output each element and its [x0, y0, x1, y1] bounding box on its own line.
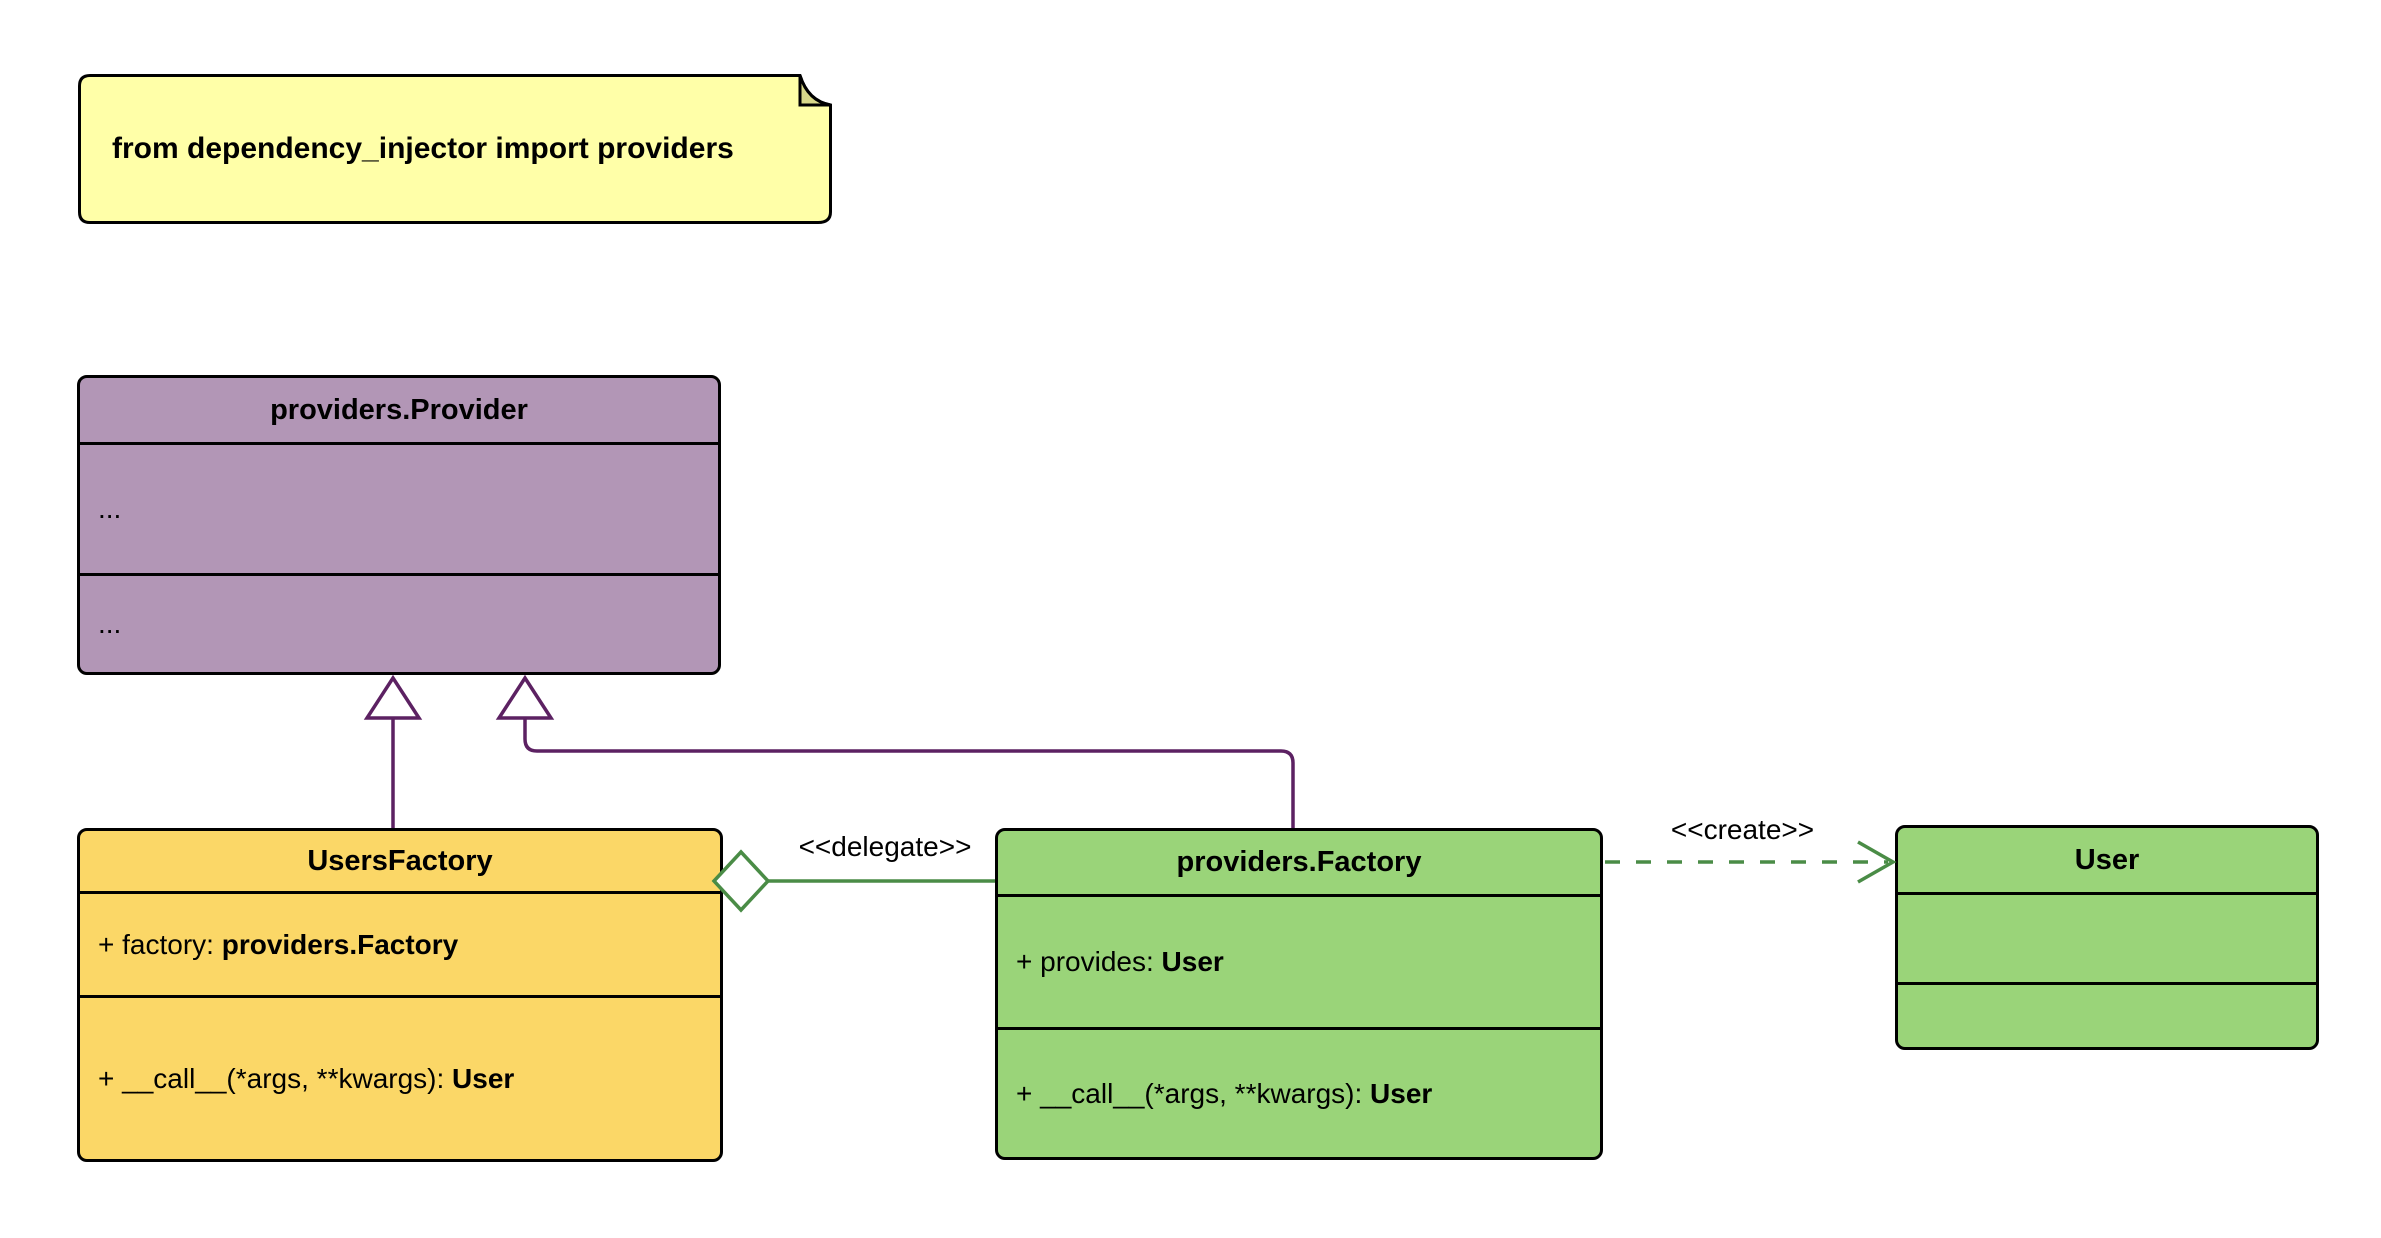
class-users-factory: UsersFactory + factory: providers.Factor…	[77, 828, 723, 1162]
methods-compartment: ...	[80, 576, 718, 672]
attributes-compartment: ...	[80, 445, 718, 576]
attributes-compartment	[1898, 895, 2316, 985]
attributes-compartment: + factory: providers.Factory	[80, 894, 720, 998]
class-user: User	[1895, 825, 2319, 1050]
note-fold-icon	[798, 75, 831, 107]
note-import-statement: from dependency_injector import provider…	[78, 74, 832, 224]
class-title: providers.Factory	[998, 831, 1600, 897]
method-line: + __call__(*args, **kwargs): User	[1016, 1077, 1433, 1109]
attribute-line: + factory: providers.Factory	[98, 928, 459, 960]
class-providers-provider: providers.Provider ... ...	[77, 375, 721, 675]
inheritance-triangle-icon	[363, 674, 423, 720]
attribute-line: + provides: User	[1016, 946, 1224, 977]
method-line: + __call__(*args, **kwargs): User	[98, 1062, 515, 1094]
create-edge-label: <<create>>	[1670, 814, 1815, 845]
class-title: providers.Provider	[80, 378, 718, 445]
class-providers-factory: providers.Factory + provides: User + __c…	[995, 828, 1603, 1160]
methods-compartment	[1898, 985, 2316, 1047]
note-shape	[78, 74, 832, 224]
class-title: User	[1898, 828, 2316, 895]
class-title: UsersFactory	[80, 831, 720, 894]
inheritance-triangle-icon	[495, 674, 555, 720]
methods-compartment: + __call__(*args, **kwargs): User	[80, 998, 720, 1159]
inheritance-edge-factory	[523, 718, 1295, 828]
attribute-line: ...	[98, 493, 122, 524]
attributes-compartment: + provides: User	[998, 897, 1600, 1030]
method-line: ...	[98, 608, 122, 639]
open-arrowhead-icon	[1857, 840, 1897, 884]
methods-compartment: + __call__(*args, **kwargs): User	[998, 1030, 1600, 1157]
note-text: from dependency_injector import provider…	[112, 132, 734, 165]
delegate-edge-label: <<delegate>>	[798, 831, 972, 862]
